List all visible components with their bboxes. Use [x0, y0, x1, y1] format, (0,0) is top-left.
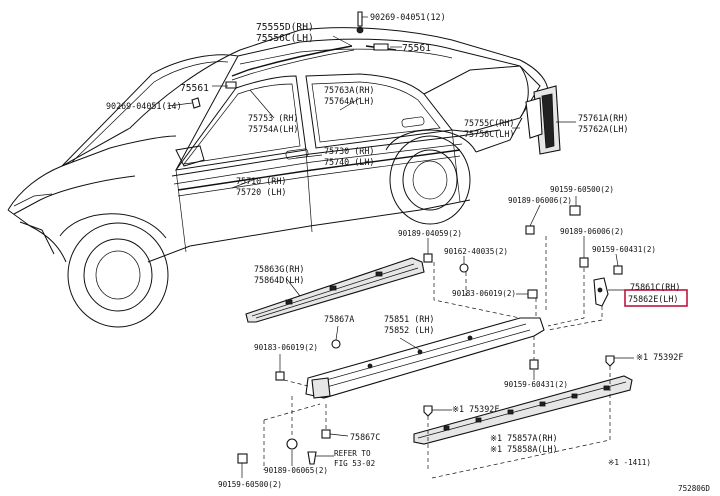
figure-id: 752806D: [678, 484, 710, 493]
label-75867c: 75867C: [350, 432, 380, 442]
label-75867a: 75867A: [324, 314, 354, 324]
car-illustration: [7, 27, 549, 328]
label-75710: 75710 (RH): [236, 176, 286, 186]
label-90183-b: 90183-06019(2): [254, 343, 318, 352]
highlight-box: [624, 289, 688, 307]
label-90189-06006-b: 90189-06006(2): [560, 227, 624, 236]
footnote: ※1 -1411): [608, 458, 651, 467]
label-refer-to: REFER TO: [334, 449, 371, 458]
rocker-skirt-lower: [413, 375, 633, 445]
label-75556c: 75556C(LH): [256, 33, 314, 44]
label-75754a: 75754A(LH): [248, 124, 298, 134]
rocker-molding-upper: [245, 257, 425, 323]
label-75740: 75740 (LH): [324, 157, 374, 167]
label-75753: 75753 (RH): [248, 113, 298, 123]
label-90159-60500-a: 90159-60500(2): [550, 185, 614, 194]
label-90159-60431-a: 90159-60431(2): [592, 245, 656, 254]
label-90159-60500-b: 90159-60500(2): [218, 480, 282, 489]
bracket-part: [593, 277, 609, 307]
label-75755c: 75755C(RH): [464, 118, 514, 128]
label-90189-04059: 90189-04059(2): [398, 229, 462, 238]
label-75730: 75730 (RH): [324, 146, 374, 156]
label-75858a: ※1 75858A(LH): [490, 444, 558, 454]
pillar-garnish-part: [525, 85, 561, 155]
label-75864d: 75864D(LH): [254, 275, 304, 285]
label-75763a: 75763A(RH): [324, 85, 374, 95]
label-90189-06065: 90189-06065(2): [264, 466, 328, 475]
label-75852: 75852 (LH): [384, 325, 434, 335]
part-labels: 90269-04051(12) 75555D(RH) 75556C(LH) 75…: [106, 12, 710, 493]
label-90183-a: 90183-06019(2): [452, 289, 516, 298]
rocker-panel-main: [305, 317, 545, 399]
label-75764a: 75764A(LH): [324, 96, 374, 106]
label-75761a: 75761A(RH): [578, 113, 628, 123]
label-75561-top: 75561: [402, 43, 431, 54]
label-90159-60431-b: 90159-60431(2): [504, 380, 568, 389]
label-refer-fig: FIG 53-02: [334, 459, 375, 468]
label-75756c: 75756C(LH): [464, 129, 514, 139]
label-75561-left: 75561: [180, 83, 209, 94]
label-75392f-right: ※1 75392F: [636, 352, 683, 362]
label-90269-12: 90269-04051(12): [370, 12, 446, 22]
label-75862e: 75862E(LH): [628, 294, 678, 304]
fasteners: [191, 11, 623, 465]
assembly-dash-lines: [263, 236, 611, 479]
label-75861c: 75861C(RH): [630, 282, 680, 292]
label-90162: 90162-40035(2): [444, 247, 508, 256]
label-75555d: 75555D(RH): [256, 22, 314, 33]
label-75392f-mid: ※1 75392F: [452, 404, 499, 414]
label-75863g: 75863G(RH): [254, 264, 304, 274]
label-90269-14: 90269-04051(14): [106, 101, 182, 111]
leader-lines: [167, 16, 634, 478]
label-75720: 75720 (LH): [236, 187, 286, 197]
label-75857a: ※1 75857A(RH): [490, 433, 558, 443]
label-75851: 75851 (RH): [384, 314, 434, 324]
label-75762a: 75762A(LH): [578, 124, 628, 134]
label-90189-06006-a: 90189-06006(2): [508, 196, 572, 205]
